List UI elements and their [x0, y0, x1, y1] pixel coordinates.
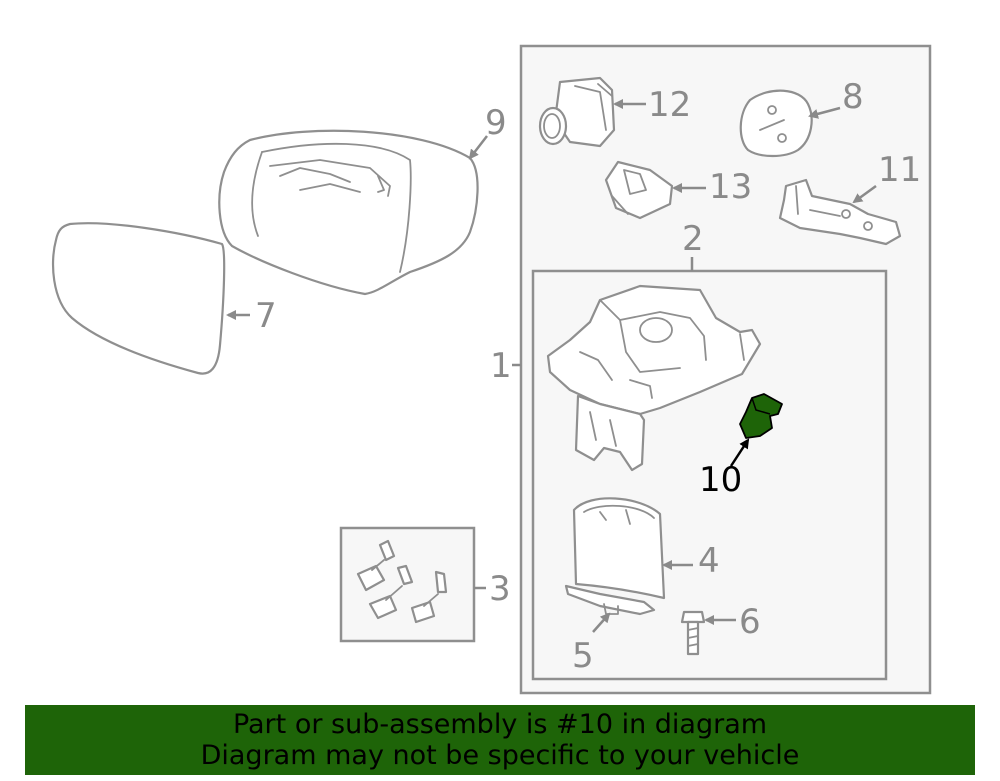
callout-13: 13 — [709, 167, 752, 207]
banner-line-1: Part or sub-assembly is #10 in diagram — [232, 709, 768, 740]
fastener-box — [339, 526, 476, 643]
callout-9: 9 — [485, 103, 507, 143]
banner-line-2: Diagram may not be specific to your vehi… — [200, 740, 800, 771]
mirror-housing-part[interactable] — [218, 129, 479, 296]
actuator-bracket-part[interactable] — [778, 178, 902, 246]
motor-plate-part[interactable] — [739, 89, 813, 158]
light-strip-part[interactable] — [564, 584, 656, 616]
clip-part-highlighted[interactable] — [739, 393, 783, 439]
callout-8: 8 — [842, 77, 864, 117]
callout-5: 5 — [572, 636, 594, 676]
callout-6: 6 — [739, 602, 761, 642]
parts-diagram: 7 9 12 8 13 — [51, 44, 932, 695]
module-part[interactable] — [604, 160, 674, 220]
mirror-base-part[interactable] — [546, 284, 762, 472]
callout-7: 7 — [255, 296, 277, 336]
callout-4: 4 — [698, 541, 720, 581]
info-banner: Part or sub-assembly is #10 in diagram D… — [25, 705, 975, 775]
callout-2: 2 — [682, 219, 704, 259]
lower-cover-part[interactable] — [572, 497, 666, 600]
camera-part[interactable] — [538, 76, 616, 148]
callout-1: 1 — [490, 346, 512, 386]
bolt-set-part[interactable] — [356, 539, 448, 624]
callout-3: 3 — [489, 569, 511, 609]
callout-10: 10 — [699, 460, 742, 500]
mirror-glass-part[interactable] — [51, 222, 226, 375]
callout-11: 11 — [878, 150, 921, 190]
callout-12: 12 — [648, 85, 691, 125]
